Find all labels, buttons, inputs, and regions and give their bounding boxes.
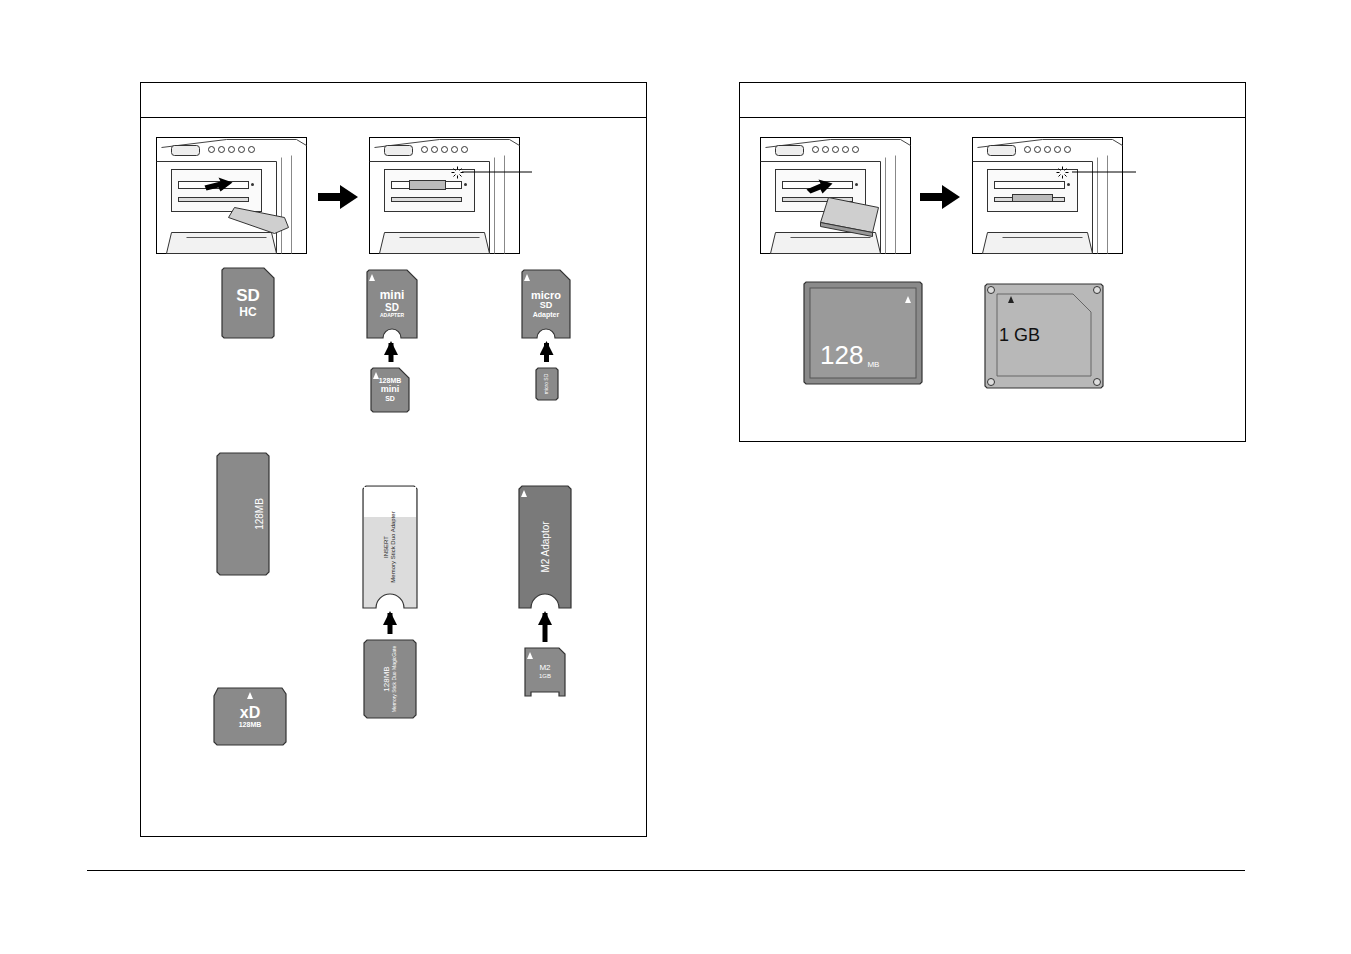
card-label: mini	[380, 289, 405, 302]
microsd-card: micro SD	[536, 368, 558, 400]
card-label: Memory Stick Duo Adapter	[390, 511, 397, 582]
card-label: 128MB	[254, 498, 265, 530]
minisd-card: 128MBminiSD	[371, 368, 409, 412]
insert-mark	[373, 372, 379, 379]
card-text: miniSDADAPTER	[371, 274, 413, 334]
leader-line	[462, 172, 532, 173]
card-label: micro SD	[544, 374, 550, 395]
card-outline	[519, 486, 571, 608]
card-label: M2	[539, 664, 550, 673]
insert-arrow	[543, 613, 548, 642]
card-text: M21GB	[529, 652, 561, 692]
card-outline	[522, 270, 570, 338]
microdrive: 1 GB	[985, 284, 1103, 388]
card-outline	[363, 486, 417, 608]
printer-slot-illustration	[157, 138, 307, 254]
screw	[988, 379, 995, 386]
step-arrow	[318, 185, 358, 209]
insert-mark	[905, 296, 911, 303]
insert-mark	[247, 692, 253, 699]
card-outline	[371, 368, 409, 412]
screw	[1094, 287, 1101, 294]
memory-stick: 128MB	[217, 453, 269, 575]
card-text: 128MB	[221, 457, 265, 571]
insert-mark	[521, 490, 527, 497]
card-label: ADAPTER	[380, 313, 404, 319]
card-label: 1 GB	[999, 326, 1040, 346]
card-outline	[364, 640, 416, 718]
card-text: INSERTMemory Stick Duo Adapter	[367, 490, 413, 604]
card-outline	[217, 453, 269, 575]
card-label: xD	[240, 704, 260, 722]
card-outline	[214, 688, 286, 745]
card-label: SD	[236, 287, 260, 306]
minisd-adapter: miniSDADAPTER	[367, 270, 417, 338]
card-outline	[222, 268, 274, 338]
card-label: INSERT	[383, 536, 390, 558]
card-label: SD	[385, 395, 395, 403]
card-label: 128MB	[379, 377, 402, 385]
card-label: micro	[531, 289, 561, 301]
card-text: xD128MB	[218, 692, 282, 741]
card-outline	[804, 282, 922, 384]
card-text: 1 GB	[999, 298, 1089, 374]
insert-arrow	[388, 613, 393, 634]
card-outline	[985, 284, 1103, 388]
card-label: 128MB	[383, 666, 392, 691]
insert-mark	[527, 652, 533, 659]
card-label: SD	[540, 301, 553, 311]
compactflash-card: 128MB	[804, 282, 922, 384]
card-text: M2 Adaptor	[523, 490, 567, 604]
insert-arrow	[389, 343, 394, 362]
step-arrow	[920, 185, 960, 209]
card-outline	[525, 648, 565, 696]
sdhc-card: SDHC	[222, 268, 274, 338]
label-area	[810, 288, 916, 378]
m2-adaptor: M2 Adaptor	[519, 486, 571, 608]
card-label: 128MB	[239, 721, 262, 729]
leader-line	[1072, 172, 1136, 173]
screw	[1094, 379, 1101, 386]
insert-mark	[1008, 296, 1014, 303]
card-label: Memory Stick Duo MagicGate	[392, 646, 398, 712]
insert-arrow	[544, 343, 549, 362]
insert-mark	[369, 274, 375, 281]
panel-header-rule	[141, 117, 647, 118]
panel-frame	[141, 83, 647, 837]
card-label: MB	[867, 361, 879, 370]
card-label: mini	[381, 385, 400, 395]
microsd-adapter: microSDAdapter	[522, 270, 570, 338]
printer-slot-illustration	[370, 138, 520, 254]
card-label: HC	[239, 306, 256, 319]
insert-mark	[524, 274, 530, 281]
screw	[988, 287, 995, 294]
card-label: SD	[385, 302, 399, 313]
card-text: micro SD	[540, 372, 554, 396]
panel-frame	[740, 83, 1246, 442]
page-rule	[87, 870, 1245, 871]
memory-stick-duo: 128MBMemory Stick Duo MagicGate	[364, 640, 416, 718]
card-label: M2 Adaptor	[540, 521, 551, 572]
card-text: 128MB	[818, 296, 908, 370]
printer-slot-illustration	[761, 138, 911, 254]
m2-card: M21GB	[525, 648, 565, 696]
card-outline	[367, 270, 417, 338]
card-text: 128MBminiSD	[375, 372, 405, 408]
xd-card: xD128MB	[214, 688, 286, 745]
card-text: SDHC	[226, 272, 270, 334]
memory-stick-duo-adapter: INSERTMemory Stick Duo Adapter	[363, 486, 417, 608]
card-text: 128MBMemory Stick Duo MagicGate	[368, 644, 412, 714]
card-label: Adapter	[533, 311, 559, 319]
card-text: microSDAdapter	[526, 274, 566, 334]
card-label: 1GB	[539, 673, 551, 680]
label-area	[997, 294, 1091, 376]
panel-header-rule	[740, 117, 1246, 118]
card-outline	[536, 368, 558, 400]
printer-slot-illustration	[973, 138, 1123, 254]
card-label: 128	[820, 341, 863, 370]
